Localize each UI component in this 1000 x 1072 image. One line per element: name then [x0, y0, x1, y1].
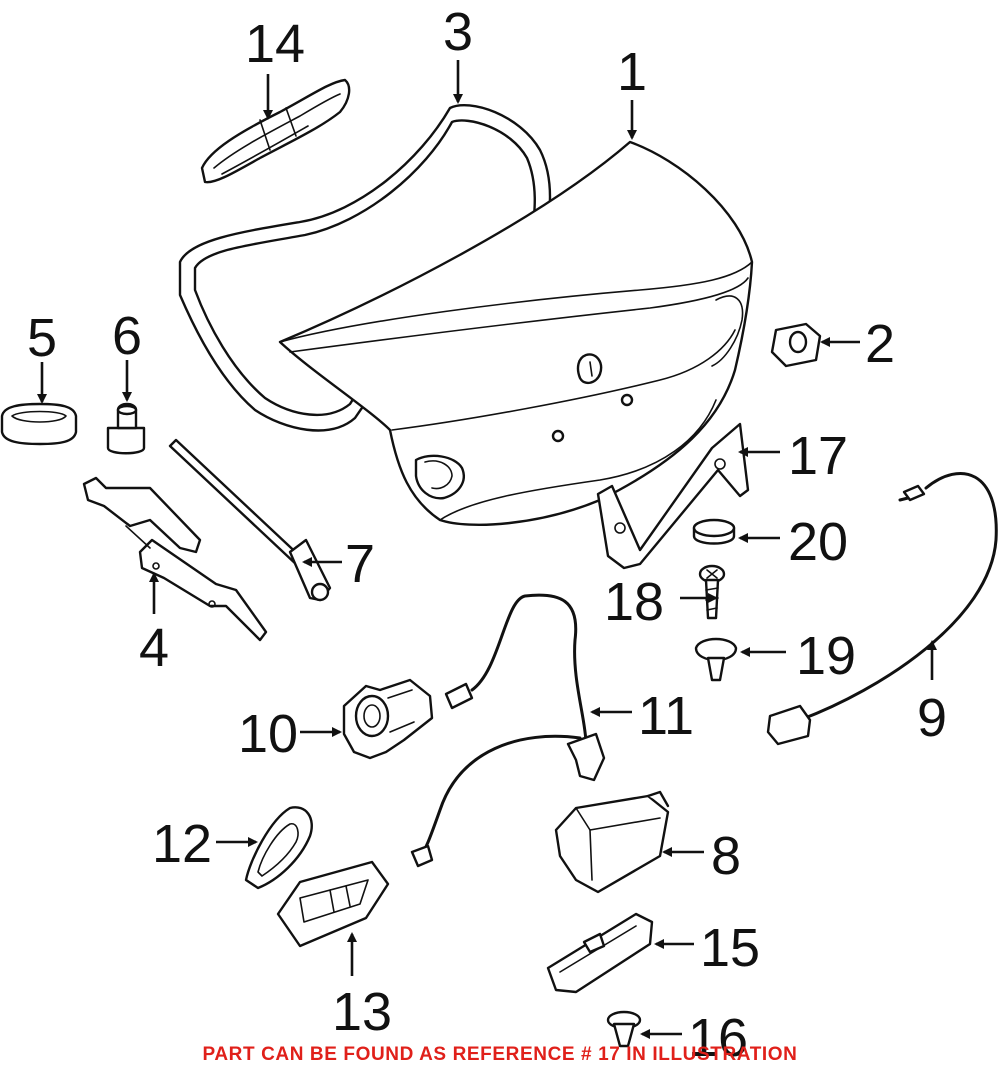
- part-17-bracket: [596, 422, 750, 570]
- part-5-rubber-bumper: [0, 402, 78, 446]
- ref-4: 4: [139, 618, 169, 678]
- part-11-wiring-harness: [410, 593, 606, 868]
- ref-3: 3: [443, 2, 473, 62]
- ref-17: 17: [788, 426, 848, 486]
- ref-8: 8: [711, 826, 741, 886]
- ref-9: 9: [917, 688, 947, 748]
- part-14-trunk-handle: [200, 78, 351, 184]
- part-4-hinge: [82, 476, 268, 642]
- part-16-fastener: [606, 1010, 642, 1048]
- ref-18: 18: [604, 572, 664, 632]
- part-9-release-cable: [766, 472, 998, 746]
- part-12-cover: [244, 806, 313, 890]
- ref-19: 19: [796, 626, 856, 686]
- part-2-clip: [770, 322, 822, 368]
- part-1-trunk-lid: [278, 140, 754, 527]
- ref-6: 6: [112, 306, 142, 366]
- part-10-lock-cylinder: [342, 678, 434, 760]
- part-18-screw: [698, 564, 726, 620]
- ref-5: 5: [27, 308, 57, 368]
- ref-20: 20: [788, 512, 848, 572]
- ref-1: 1: [617, 42, 647, 102]
- part-8-latch: [554, 790, 670, 894]
- reference-numbers: 1 2 3 4 5 6 7 8 9 10 11 12 13 14 15 16 1…: [27, 2, 947, 1068]
- leader-lines: [37, 60, 937, 1039]
- ref-10: 10: [238, 704, 298, 764]
- ref-11: 11: [638, 686, 694, 746]
- reference-caption: PART CAN BE FOUND AS REFERENCE # 17 IN I…: [202, 1044, 797, 1065]
- ref-15: 15: [700, 918, 760, 978]
- part-15-release-switch: [546, 912, 654, 994]
- ref-14: 14: [245, 14, 305, 74]
- part-6-stop-buffer: [106, 402, 146, 455]
- part-19-push-clip: [694, 637, 738, 682]
- ref-13: 13: [332, 982, 392, 1042]
- part-20-grommet: [692, 518, 736, 545]
- ref-16: 16: [688, 1008, 748, 1068]
- ref-7: 7: [345, 534, 375, 594]
- ref-12: 12: [152, 814, 212, 874]
- part-13-license-lamp: [276, 860, 390, 948]
- ref-2: 2: [865, 314, 895, 374]
